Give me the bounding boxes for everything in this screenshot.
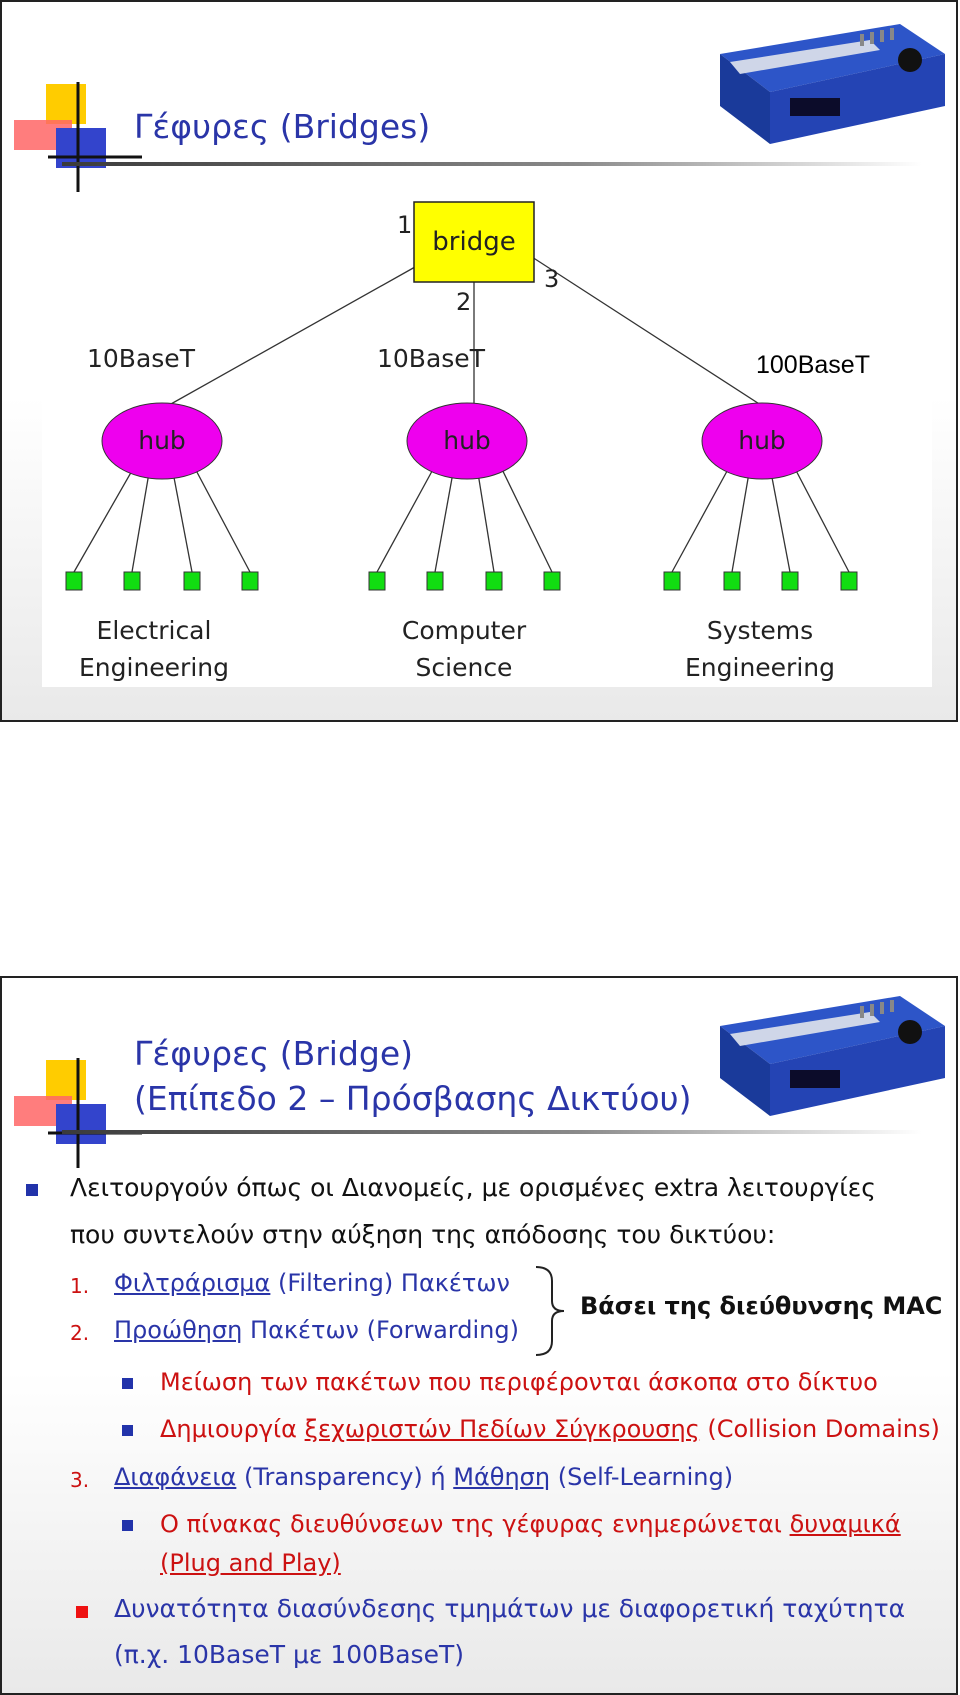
dept-cs-line1: Computer [402, 616, 527, 645]
hub-se-label: hub [738, 426, 786, 455]
last-line2: (π.χ. 10BaseT με 100BaseT) [114, 1640, 464, 1669]
sub3-line1-pre: Ο πίνακας διευθύνσεων της γέφυρας ενημερ… [160, 1510, 790, 1538]
item2-term: Προώθηση [114, 1316, 243, 1344]
dept-cs-line2: Science [416, 653, 513, 682]
hub-cs [406, 402, 528, 480]
item3-mid: (Transparency) ή [236, 1463, 454, 1491]
host [485, 571, 503, 591]
bullet-square-icon [26, 1184, 38, 1196]
item3-number: 3. [70, 1468, 90, 1492]
host [663, 571, 681, 591]
bridge-box [413, 201, 535, 283]
sub1-text: Μείωση των πακέτων που περιφέρονται άσκο… [160, 1368, 878, 1396]
linksys-router-icon [720, 996, 945, 1116]
host [123, 571, 141, 591]
item3-text: Διαφάνεια (Transparency) ή Μάθηση (Self-… [114, 1460, 733, 1494]
host [723, 571, 741, 591]
slide-title-line1: Γέφυρες (Bridge) [134, 1034, 414, 1073]
linksys-router-icon [720, 24, 945, 144]
item1-number: 1. [70, 1274, 90, 1298]
bullet-square-icon [122, 1378, 133, 1389]
host [781, 571, 799, 591]
hub-se [701, 402, 823, 480]
hub-ee [101, 402, 223, 480]
dept-ee-line1: Electrical [97, 616, 212, 645]
sub3-line2: (Plug and Play) [160, 1549, 341, 1577]
item3-post: (Self-Learning) [550, 1463, 734, 1491]
link-label-cs: 10BaseT [377, 344, 486, 373]
hub-ee-label: hub [138, 426, 186, 455]
slide-title: Γέφυρες (Bridges) [134, 107, 431, 146]
host [426, 571, 444, 591]
bullet-square-icon [76, 1606, 88, 1618]
bullet-square-icon [122, 1520, 133, 1531]
slide-bridge-functions: Γέφυρες (Bridge) (Επίπεδο 2 – Πρόσβασης … [0, 976, 958, 1695]
item2-rest: Πακέτων (Forwarding) [242, 1316, 519, 1344]
dept-ee-line2: Engineering [79, 653, 229, 682]
item3-term1: Διαφάνεια [114, 1463, 237, 1491]
slide-title-line2: (Επίπεδο 2 – Πρόσβασης Δικτύου) [134, 1079, 692, 1118]
host [368, 571, 386, 591]
host [840, 571, 858, 591]
host [183, 571, 201, 591]
title-decoration-icon [14, 1058, 142, 1168]
bridge-topology-diagram: bridge 1 2 3 10BaseT 10BaseT 100BaseT hu… [42, 197, 932, 687]
sub2-text: Δημιουργία ξεχωριστών Πεδίων Σύγκρουσης … [160, 1412, 940, 1446]
host [65, 571, 83, 591]
slide-bridges-diagram: Γέφυρες (Bridges) bridg [0, 0, 958, 722]
link-label-ee: 10BaseT [87, 344, 196, 373]
last-line1: Δυνατότητα διασύνδεσης τμημάτων με διαφο… [114, 1594, 906, 1623]
item1-text: Φιλτράρισμα (Filtering) Πακέτων [114, 1266, 510, 1300]
hub-cs-label: hub [443, 426, 491, 455]
title-decoration-icon [14, 82, 142, 192]
item1-rest: (Filtering) Πακέτων [270, 1269, 510, 1297]
link-label-se: 100BaseT [756, 351, 870, 379]
title-divider [62, 1130, 922, 1134]
sub3-line1-term: δυναμικά [789, 1510, 901, 1538]
item2-number: 2. [70, 1321, 90, 1345]
bullet-square-icon [122, 1425, 133, 1436]
mac-address-note: Βάσει της διεύθυνσης MAC [580, 1292, 943, 1320]
sub2-pre: Δημιουργία [160, 1415, 305, 1443]
intro-line1: Λειτουργούν όπως οι Διανομείς, με ορισμέ… [70, 1173, 876, 1202]
sub2-post: (Collision Domains) [699, 1415, 940, 1443]
right-brace-icon [535, 1266, 565, 1356]
bridge-label: bridge [432, 227, 515, 257]
item3-term2: Μάθηση [453, 1463, 551, 1491]
title-divider [62, 162, 922, 166]
port-label-3: 3 [544, 265, 559, 293]
host [241, 571, 259, 591]
sub2-term: ξεχωριστών Πεδίων Σύγκρουσης [304, 1415, 700, 1443]
host [543, 571, 561, 591]
port-label-2: 2 [456, 288, 471, 316]
dept-se-line2: Engineering [685, 653, 835, 682]
item2-text: Προώθηση Πακέτων (Forwarding) [114, 1313, 519, 1347]
dept-se-line1: Systems [707, 616, 813, 645]
item1-term: Φιλτράρισμα [114, 1269, 271, 1297]
port-label-1: 1 [397, 211, 412, 239]
sub3-line1: Ο πίνακας διευθύνσεων της γέφυρας ενημερ… [160, 1507, 901, 1541]
intro-line2: που συντελούν στην αύξηση της απόδοσης τ… [70, 1220, 776, 1249]
